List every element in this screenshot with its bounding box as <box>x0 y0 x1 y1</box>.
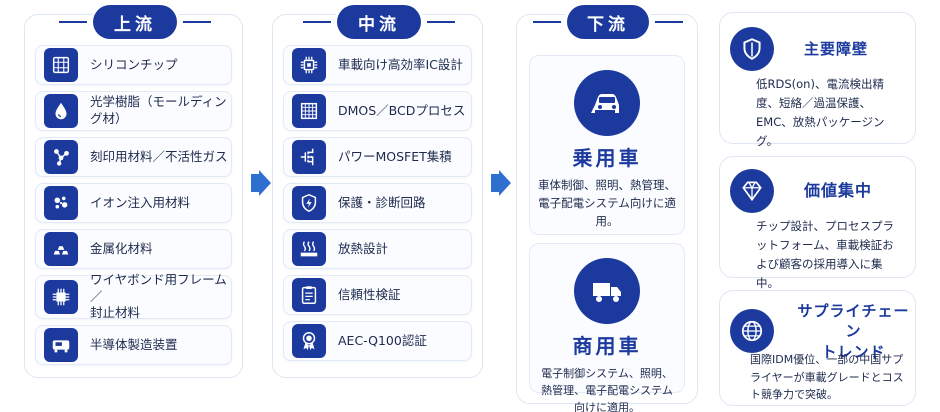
midstream-title: 中流 <box>303 5 455 39</box>
equipment-icon <box>44 328 78 362</box>
truck-icon <box>574 258 640 324</box>
item-label: 光学樹脂（モールディング材） <box>90 94 227 126</box>
list-item: AEC-Q100認証 <box>283 321 472 361</box>
commercial-vehicle-title: 商用車 <box>572 334 642 358</box>
diamond-icon <box>730 169 774 213</box>
downstream-column: 下流 乗用車 車体制御、照明、熱管理、電子配電システム向けに適用。 商用車 電子… <box>516 5 698 412</box>
commercial-vehicle-card: 商用車 電子制御システム、照明、熱管理、電子配電システム向けに適用。 <box>529 243 685 412</box>
barrier-text: 低RDS(on)、電流検出精度、短絡／過温保護、EMC、放熱パッケージング。 <box>756 77 885 148</box>
supply-trend-card: サプライチェーン トレンド 国際IDM優位、一部の中国サプライヤーが車載グレード… <box>719 290 916 406</box>
list-item: 信頼性検証 <box>283 275 472 315</box>
passenger-car-card: 乗用車 車体制御、照明、熱管理、電子配電システム向けに適用。 <box>529 55 685 235</box>
certificate-badge-icon <box>292 324 326 358</box>
midstream-list: 車載向け高効率IC設計 DMOS／BCDプロセス パワーMOSFET集積 保護・… <box>283 45 472 367</box>
mosfet-symbol-icon <box>292 140 326 174</box>
upstream-title: 上流 <box>59 5 211 39</box>
list-item: 金属化材料 <box>35 229 232 269</box>
commercial-vehicle-text: 電子制御システム、照明、熱管理、電子配電システム向けに適用。 <box>541 367 673 412</box>
metal-bars-icon <box>44 232 78 266</box>
item-label: 半導体製造装置 <box>90 336 178 352</box>
list-item: 半導体製造装置 <box>35 325 232 365</box>
value-card: 価値集中 チップ設計、プロセスプラットフォーム、車載検証および顧客の採用導入に集… <box>719 156 916 290</box>
flow-arrow-icon <box>491 170 511 196</box>
value-title: 価値集中 <box>804 181 873 201</box>
list-item: シリコンチップ <box>35 45 232 85</box>
item-label: 車載向け高効率IC設計 <box>338 56 463 72</box>
item-label: イオン注入用材料 <box>90 194 191 210</box>
passenger-car-title: 乗用車 <box>572 146 642 170</box>
downstream-title: 下流 <box>533 5 683 39</box>
item-label: 刻印用材料／不活性ガス <box>90 148 228 164</box>
item-label: 放熱設計 <box>338 240 389 256</box>
item-label: パワーMOSFET集積 <box>338 148 452 164</box>
flow-arrow-icon <box>251 170 271 196</box>
item-label: シリコンチップ <box>90 56 178 72</box>
list-item: DMOS／BCDプロセス <box>283 91 472 131</box>
shield-bolt-icon <box>292 186 326 220</box>
list-item: 刻印用材料／不活性ガス <box>35 137 232 177</box>
upstream-column: 上流 シリコンチップ 光学樹脂（モールディング材） 刻印用材料／不活性ガス イオ… <box>24 5 243 378</box>
passenger-car-icon <box>574 70 640 136</box>
list-item: パワーMOSFET集積 <box>283 137 472 177</box>
item-label: ワイヤボンド用フレーム／ 封止材料 <box>90 271 227 321</box>
list-item: イオン注入用材料 <box>35 183 232 223</box>
item-label: 信頼性検証 <box>338 286 401 302</box>
shield-icon <box>730 27 774 71</box>
lead-frame-icon <box>44 280 78 314</box>
list-item: ワイヤボンド用フレーム／ 封止材料 <box>35 272 232 320</box>
midstream-column: 中流 車載向け高効率IC設計 DMOS／BCDプロセス パワーMOSFET集積 … <box>272 5 483 378</box>
molecule-icon <box>44 140 78 174</box>
passenger-car-text: 車体制御、照明、熱管理、電子配電システム向けに適用。 <box>538 178 676 228</box>
globe-icon <box>730 309 774 354</box>
list-item: 保護・診断回路 <box>283 183 472 223</box>
checklist-icon <box>292 278 326 312</box>
item-label: AEC-Q100認証 <box>338 332 427 348</box>
value-text: チップ設計、プロセスプラットフォーム、車載検証および顧客の採用導入に集中。 <box>756 219 894 290</box>
supply-trend-title: サプライチェーン トレンド <box>797 302 910 361</box>
barrier-card: 主要障壁 低RDS(on)、電流検出精度、短絡／過温保護、EMC、放熱パッケージ… <box>719 12 916 148</box>
supply-trend-text: 国際IDM優位、一部の中国サプライヤーが車載グレードとコスト競争力で突破。 <box>750 353 904 402</box>
list-item: 放熱設計 <box>283 229 472 269</box>
upstream-list: シリコンチップ 光学樹脂（モールディング材） 刻印用材料／不活性ガス イオン注入… <box>35 45 232 371</box>
list-item: 光学樹脂（モールディング材） <box>35 91 232 131</box>
droplet-icon <box>44 94 78 128</box>
grid-process-icon <box>292 94 326 128</box>
list-item: 車載向け高効率IC設計 <box>283 45 472 85</box>
barrier-title: 主要障壁 <box>804 39 869 58</box>
ic-chip-icon <box>292 48 326 82</box>
item-label: DMOS／BCDプロセス <box>338 102 466 118</box>
item-label: 金属化材料 <box>90 240 153 256</box>
chip-wafer-icon <box>44 48 78 82</box>
ion-dots-icon <box>44 186 78 220</box>
item-label: 保護・診断回路 <box>338 194 426 210</box>
heat-dissipation-icon <box>292 232 326 266</box>
